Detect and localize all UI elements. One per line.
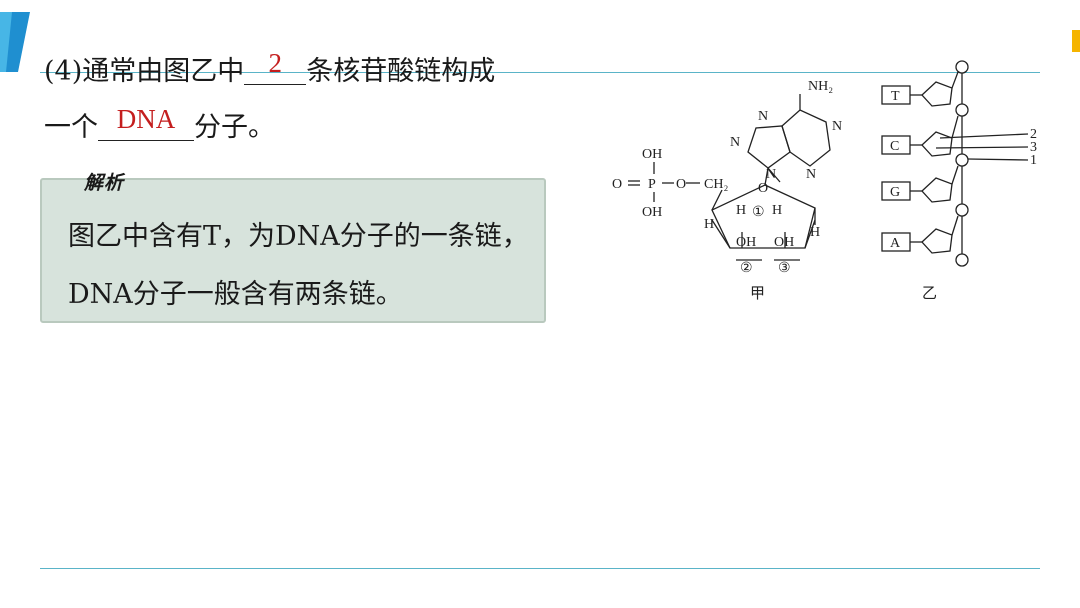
svg-text:N: N — [730, 135, 740, 150]
answer-1: 2 — [268, 48, 283, 78]
svg-text:N: N — [758, 109, 768, 124]
svg-text:O: O — [758, 181, 768, 196]
pointer-label: 1 — [1030, 153, 1037, 168]
pointer-label: 2 — [1030, 127, 1037, 142]
svg-text:H: H — [704, 217, 714, 232]
analysis-title: 解析 — [84, 172, 125, 194]
answer-2: DNA — [116, 104, 176, 134]
answer-blank-2: DNA — [98, 106, 194, 141]
base-label: T — [891, 89, 900, 104]
nucleotide-unit-a — [881, 215, 969, 267]
svg-text:②: ② — [740, 261, 753, 276]
figure-yi — [881, 60, 1029, 267]
corner-accent-left — [0, 12, 30, 72]
svg-text:①: ① — [752, 205, 765, 220]
footer-rule — [40, 568, 1040, 569]
analysis-box: 图乙中含有T，为DNA分子的一条链，DNA分子一般含有两条链。 — [40, 178, 546, 323]
svg-text:H: H — [810, 225, 820, 240]
pointer-label: 3 — [1030, 140, 1037, 155]
nucleotide-unit-g — [881, 165, 969, 217]
base-label: C — [890, 139, 899, 154]
svg-text:CH₂: CH₂ — [704, 177, 728, 192]
base-label: G — [890, 185, 900, 200]
analysis-text: 图乙中含有T，为DNA分子的一条链，DNA分子一般含有两条链。 — [68, 221, 529, 310]
svg-text:NH₂: NH₂ — [808, 79, 833, 94]
nucleotide-unit-t — [881, 60, 969, 117]
svg-text:H: H — [736, 203, 746, 218]
svg-text:OH: OH — [736, 235, 756, 250]
svg-text:O: O — [612, 177, 622, 192]
caption-yi: 乙 — [922, 286, 937, 302]
svg-text:P: P — [648, 177, 656, 192]
nucleotide-diagram: NH₂ N N N N N OH O P O OH CH₂ O H H ① H … — [612, 60, 1037, 302]
svg-text:N: N — [806, 167, 816, 182]
svg-text:OH: OH — [642, 147, 662, 162]
answer-blank-1: 2 — [244, 50, 307, 85]
figure-jia-labels: NH₂ N N N N N OH O P O OH CH₂ O H H ① H … — [612, 79, 842, 302]
svg-text:OH: OH — [642, 205, 662, 220]
svg-text:③: ③ — [778, 261, 791, 276]
svg-text:O: O — [676, 177, 686, 192]
figure-jia — [628, 94, 831, 261]
svg-text:N: N — [766, 167, 776, 182]
svg-text:OH: OH — [774, 235, 794, 250]
svg-text:H: H — [772, 203, 782, 218]
corner-accent-right — [1072, 30, 1080, 52]
caption-jia: 甲 — [750, 286, 765, 302]
figure-yi-labels: T C G A 2 3 1 乙 — [890, 89, 1037, 302]
header-rule — [40, 72, 1040, 73]
svg-text:N: N — [832, 119, 842, 134]
base-label: A — [890, 236, 901, 251]
